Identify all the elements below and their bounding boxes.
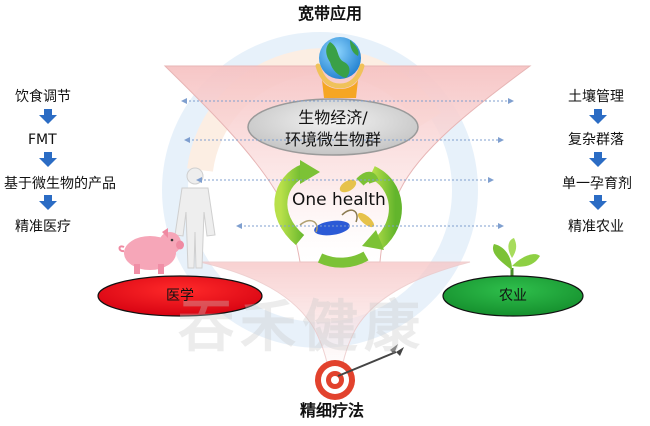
left-step-arrows [39, 109, 57, 210]
target-icon [315, 344, 404, 400]
center-label-line2: 环境微生物群 [284, 130, 381, 149]
right-item-2: 复杂群落 [568, 132, 624, 148]
microbes-icon [299, 179, 375, 236]
right-item-3: 单一孕育剂 [562, 176, 632, 192]
center-label-line1: 生物经济/ [298, 108, 368, 127]
right-step-arrows [589, 109, 607, 210]
bottom-title: 精细疗法 [300, 401, 365, 420]
agriculture-oval [442, 275, 584, 317]
pig-icon [118, 228, 184, 274]
center-oval [247, 98, 419, 156]
cycle-arrows-icon [274, 160, 402, 268]
globe-hands-icon [315, 37, 365, 98]
medicine-oval [97, 275, 263, 317]
agriculture-label: 农业 [499, 288, 527, 304]
left-item-4: 精准医疗 [15, 219, 71, 235]
human-figure-icon [174, 167, 216, 269]
cycle-label: One health [292, 190, 386, 210]
top-title: 宽带应用 [298, 4, 363, 23]
left-item-2: FMT [28, 132, 57, 148]
left-item-3: 基于微生物的产品 [4, 176, 116, 192]
right-item-4: 精准农业 [568, 219, 624, 235]
sprout-icon [492, 238, 540, 292]
watermark: 吞禾健康 [178, 295, 426, 360]
right-item-1: 土壤管理 [568, 89, 624, 105]
connector-arrows [181, 98, 514, 229]
left-item-1: 饮食调节 [15, 89, 71, 105]
medicine-label: 医学 [166, 288, 194, 304]
